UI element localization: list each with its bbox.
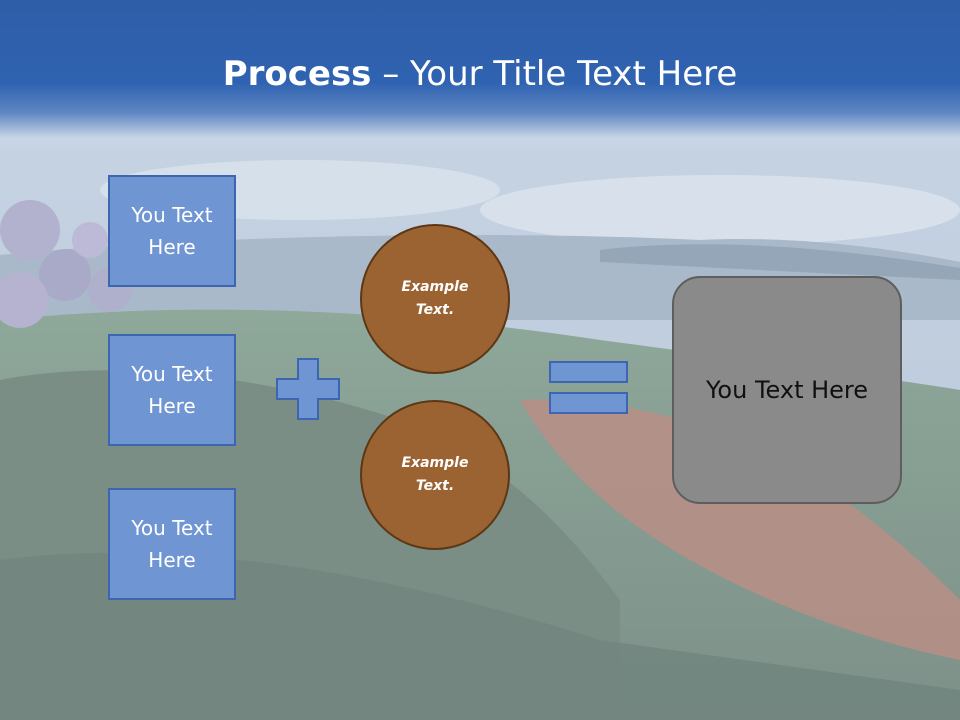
text-box-label: You Text Here [131,516,213,572]
title-bar [0,0,960,150]
text-box-label: You Text Here [131,362,213,418]
result-label: You Text Here [705,376,869,404]
result-box[interactable]: You Text Here [672,276,902,504]
circle-label: Example Text. [401,279,469,318]
text-box-label: You Text Here [131,203,213,259]
page-title: Process – Your Title Text Here [0,52,960,96]
text-box-2[interactable]: You Text Here [108,334,236,446]
text-box-1[interactable]: You Text Here [108,175,236,287]
text-box-3[interactable]: You Text Here [108,488,236,600]
title-rest: – Your Title Text Here [371,54,738,94]
circle-label: Example Text. [401,455,469,494]
example-circle-1[interactable]: Example Text. [360,224,510,374]
example-circle-2[interactable]: Example Text. [360,400,510,550]
plus-icon [276,358,340,420]
title-bold: Process [222,54,372,94]
equals-icon [549,361,628,414]
